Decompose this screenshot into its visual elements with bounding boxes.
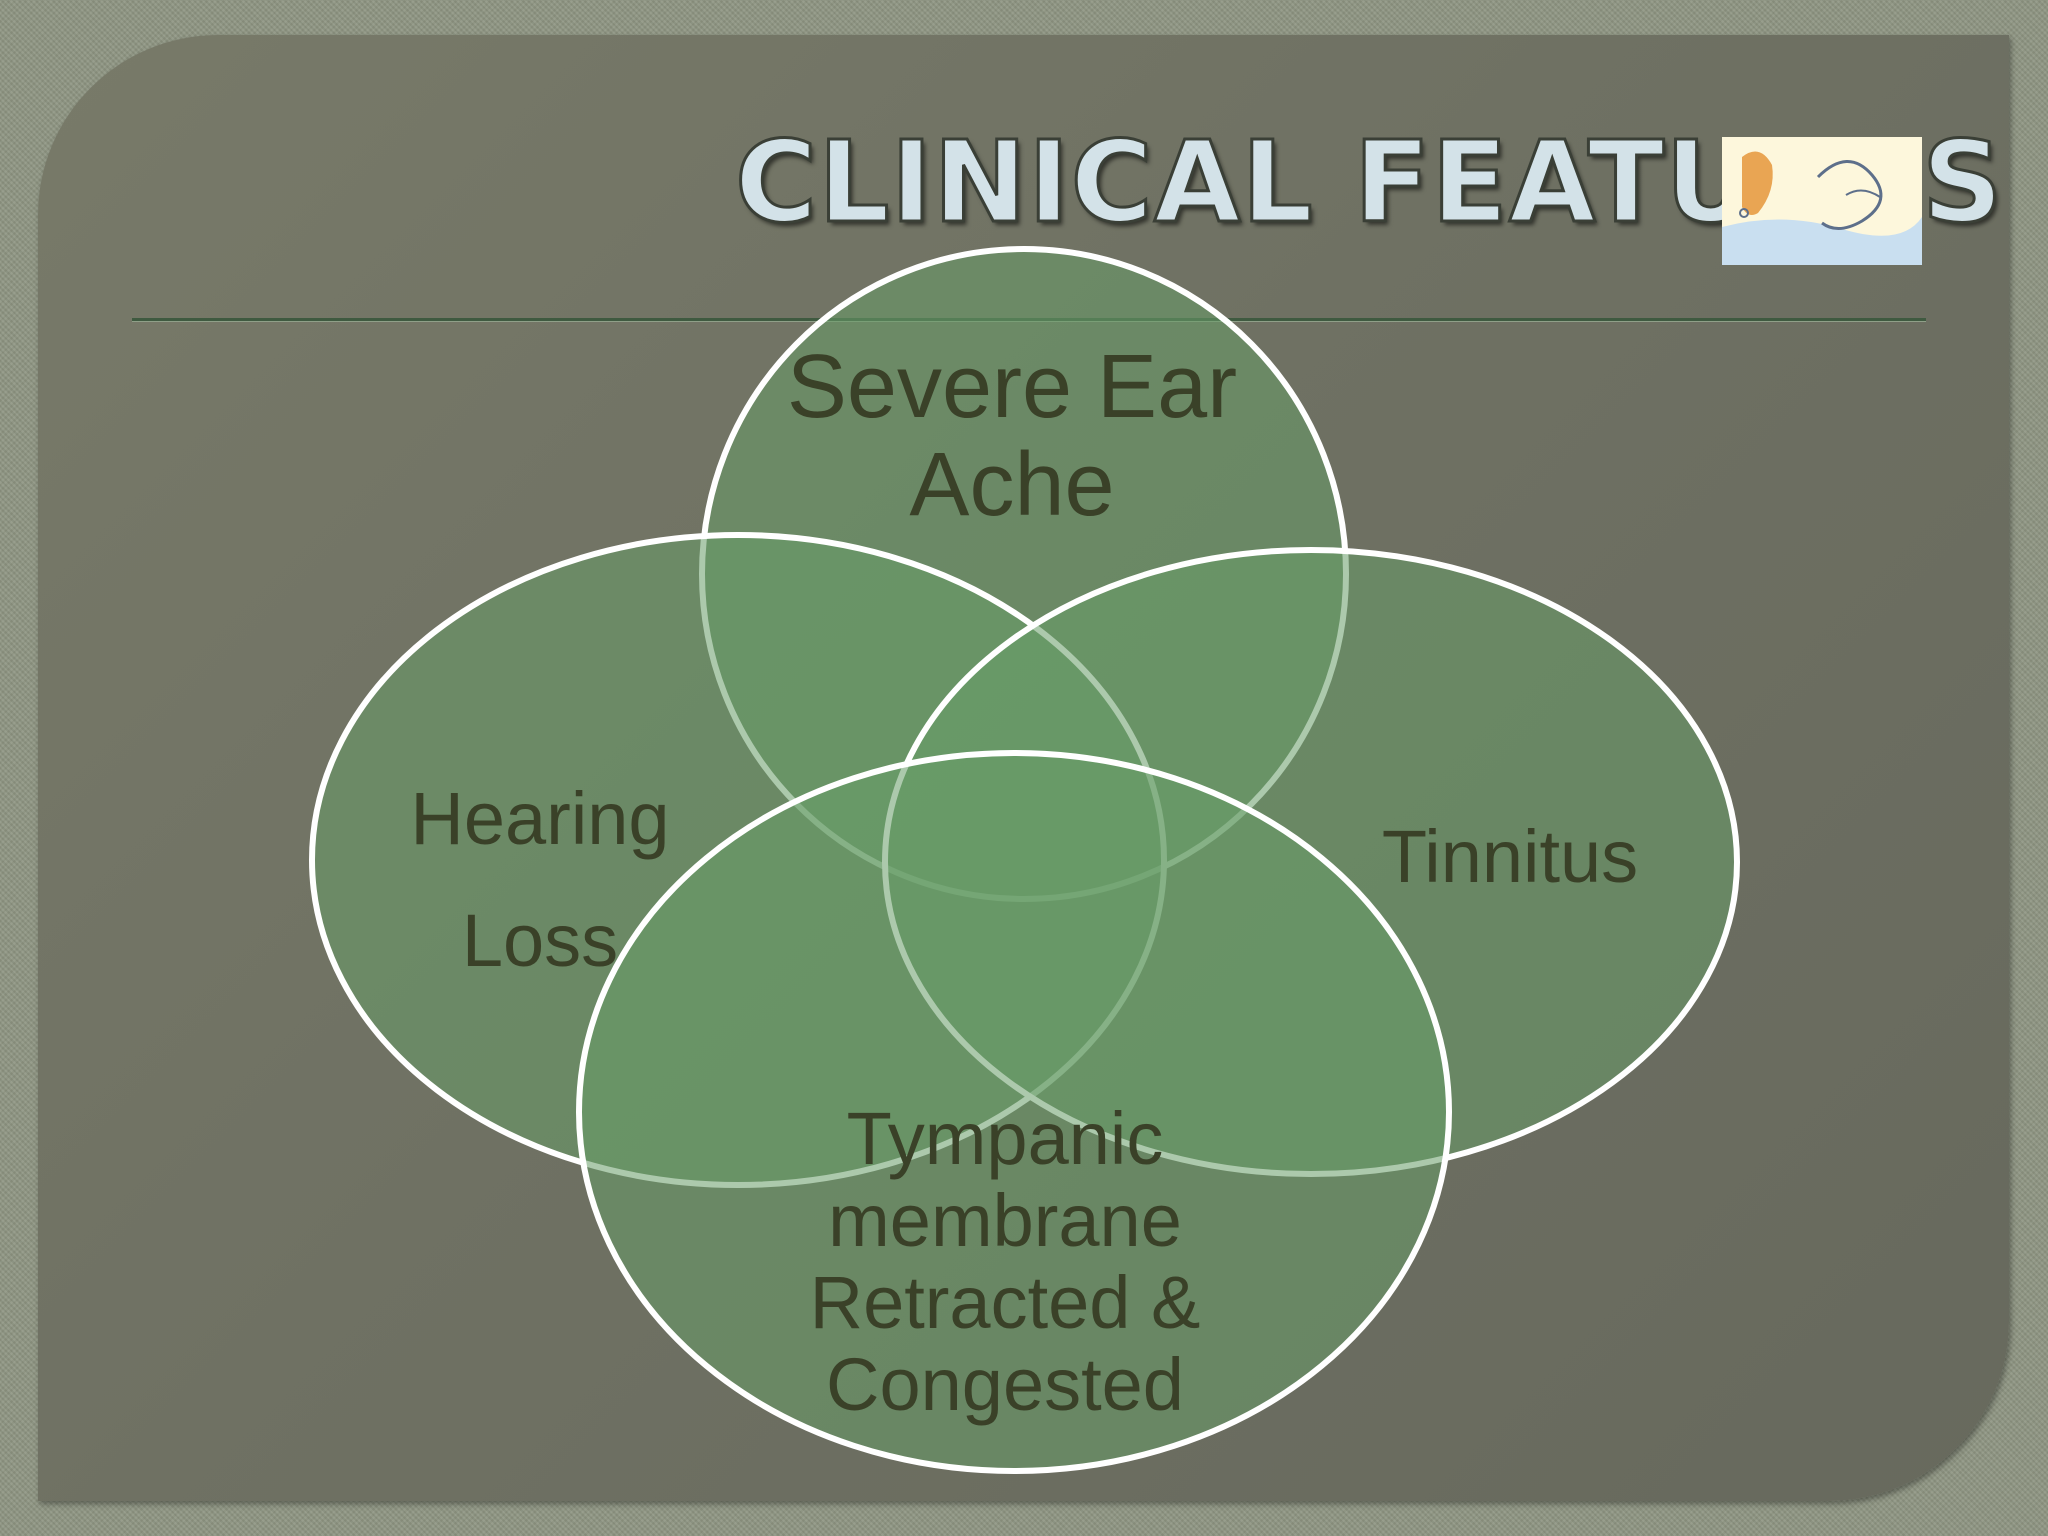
label-hearing-loss: Hearing Loss: [350, 758, 730, 1002]
label-tympanic-membrane: Tympanic membrane Retracted & Congested: [705, 1098, 1305, 1426]
venn-set-tympanic-membrane: [576, 750, 1452, 1474]
label-tympanic-membrane-text: Tympanic membrane Retracted & Congested: [809, 1097, 1201, 1426]
label-severe-ear-ache: Severe Ear Ache: [712, 338, 1312, 534]
label-tinnitus-text: Tinnitus: [1381, 815, 1639, 898]
ear-anatomy-image: [1722, 137, 1922, 265]
label-hearing-loss-text: Hearing Loss: [410, 777, 670, 982]
label-tinnitus: Tinnitus: [1340, 812, 1680, 902]
label-severe-ear-ache-text: Severe Ear Ache: [786, 337, 1238, 535]
